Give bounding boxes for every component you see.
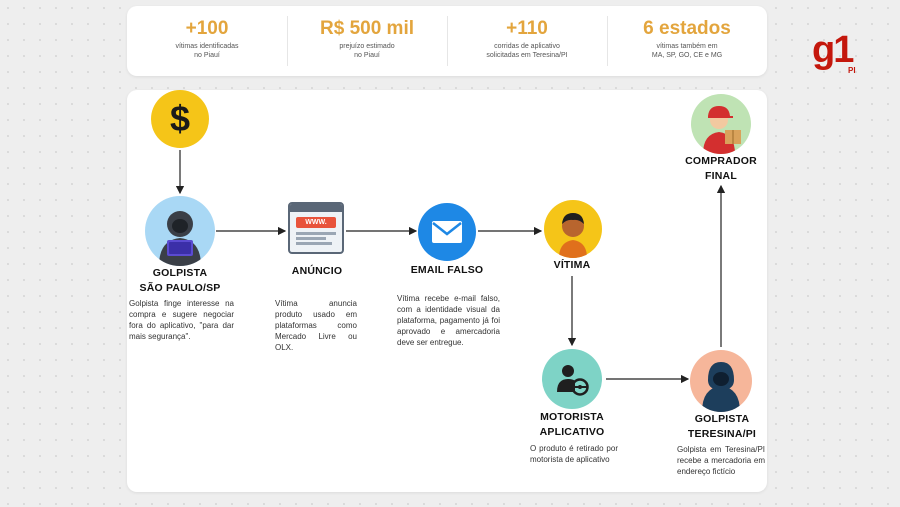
browser-titlebar <box>290 204 342 212</box>
driver-icon <box>542 349 602 409</box>
g1-logo: g1 PI <box>812 30 860 80</box>
stat-label: vítimas identificadas <box>175 43 239 50</box>
title-line: APLICATIVO <box>539 426 605 438</box>
browser-line <box>296 237 326 240</box>
title-line: COMPRADOR <box>685 155 757 167</box>
hacker-pi-icon <box>690 350 752 412</box>
title-line: ANÚNCIO <box>291 265 343 277</box>
hacker-icon <box>145 196 215 266</box>
title-line: FINAL <box>705 170 737 182</box>
motorista-desc: O produto é retirado por motorista de ap… <box>530 444 618 464</box>
email-icon <box>418 203 476 261</box>
vitima-title: VÍTIMA <box>530 258 614 273</box>
email-title: EMAIL FALSO <box>400 263 494 278</box>
stat-label: corridas de aplicativo <box>494 43 560 50</box>
stat-label: vítimas também em <box>656 43 718 50</box>
money-icon: $ <box>151 90 209 148</box>
comprador-title: COMPRADOR FINAL <box>670 154 772 184</box>
stat-label: no Piauí <box>354 52 380 59</box>
motorista-title: MOTORISTA APLICATIVO <box>522 410 622 440</box>
flow-card <box>127 90 767 492</box>
stat-label: MA, SP, GO, CE e MG <box>651 52 723 59</box>
title-line: SÃO PAULO/SP <box>139 282 221 294</box>
anuncio-desc: Vítima anuncia produto usado em platafor… <box>275 299 357 352</box>
browser-line <box>296 242 332 245</box>
title-line: VÍTIMA <box>553 259 591 271</box>
golpista-sp-title: GOLPISTA SÃO PAULO/SP <box>120 266 240 296</box>
stat-label: prejuízo estimado <box>339 43 395 50</box>
stat-value: +100 <box>185 18 229 39</box>
www-text: WWW. <box>305 219 327 226</box>
anuncio-title: ANÚNCIO <box>270 264 364 279</box>
stats-card: +100 vítimas identificadas no Piauí R$ 5… <box>127 6 767 76</box>
title-line: TERESINA/PI <box>687 428 757 440</box>
title-line: GOLPISTA <box>694 413 750 425</box>
title-line: GOLPISTA <box>152 267 208 279</box>
golpista-pi-desc: Golpista em Teresina/PI recebe a mercado… <box>677 445 765 476</box>
stat-loss: R$ 500 mil prejuízo estimado no Piauí <box>287 6 447 76</box>
victim-icon <box>544 200 602 258</box>
steering-wheel-icon <box>557 365 589 396</box>
browser-line <box>296 232 336 235</box>
stat-victims: +100 vítimas identificadas no Piauí <box>127 6 287 76</box>
stat-rides: +110 corridas de aplicativo solicitadas … <box>447 6 607 76</box>
buyer-icon <box>691 94 751 154</box>
stat-states: 6 estados vítimas também em MA, SP, GO, … <box>607 6 767 76</box>
logo-brand: g1 <box>812 29 854 71</box>
browser-icon: WWW. <box>288 202 344 254</box>
stat-label: no Piauí <box>194 52 220 59</box>
golpista-sp-desc: Golpista finge interesse na compra e sug… <box>129 299 234 341</box>
email-desc: Vítima recebe e-mail falso, com a identi… <box>397 294 500 347</box>
title-line: EMAIL FALSO <box>410 264 484 276</box>
golpista-pi-title: GOLPISTA TERESINA/PI <box>672 412 772 442</box>
stat-value: R$ 500 mil <box>320 18 414 39</box>
dollar-sign: $ <box>169 98 191 139</box>
stat-value: +110 <box>506 18 548 39</box>
stat-label: solicitadas em Teresina/PI <box>486 52 568 59</box>
logo-region: PI <box>848 66 856 75</box>
stat-value: 6 estados <box>643 18 731 39</box>
browser-url: WWW. <box>296 217 336 228</box>
envelope-icon <box>432 221 462 243</box>
title-line: MOTORISTA <box>540 411 604 423</box>
